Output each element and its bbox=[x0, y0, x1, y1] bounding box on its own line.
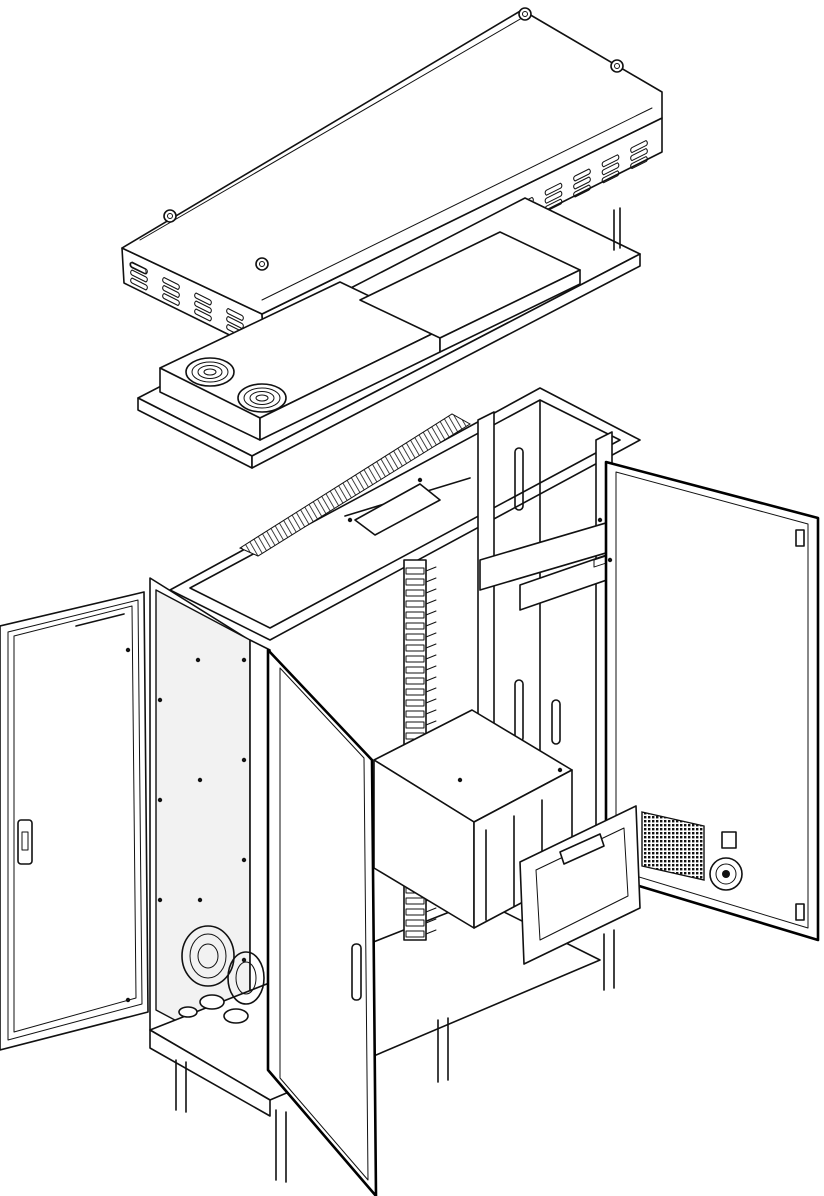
cabinet-frame bbox=[149, 387, 651, 1183]
right-door bbox=[604, 460, 820, 942]
fan-icon bbox=[237, 383, 287, 413]
roof-louvers-front bbox=[129, 262, 147, 275]
left-outer-door bbox=[0, 591, 149, 1051]
cable-gland-fan-icon bbox=[227, 951, 265, 1005]
fan-tray bbox=[137, 197, 641, 469]
lifting-eye bbox=[518, 7, 532, 21]
lifting-eye bbox=[255, 257, 269, 271]
front-inner-door bbox=[266, 648, 378, 1196]
door-handle-icon bbox=[351, 943, 362, 1001]
mounting-holes bbox=[125, 477, 613, 1003]
lifting-eye bbox=[163, 209, 177, 223]
cable-gland-fan-icon bbox=[181, 925, 235, 987]
door-latch-icon bbox=[17, 819, 33, 865]
power-module bbox=[373, 709, 573, 929]
cable-glands bbox=[178, 994, 249, 1024]
cabinet-legs bbox=[175, 929, 615, 1183]
door-fan-icon bbox=[709, 857, 743, 891]
monitoring-panel bbox=[519, 805, 641, 965]
filter-grille bbox=[641, 811, 705, 881]
fan-icon bbox=[185, 357, 235, 387]
lifting-eye bbox=[610, 59, 624, 73]
